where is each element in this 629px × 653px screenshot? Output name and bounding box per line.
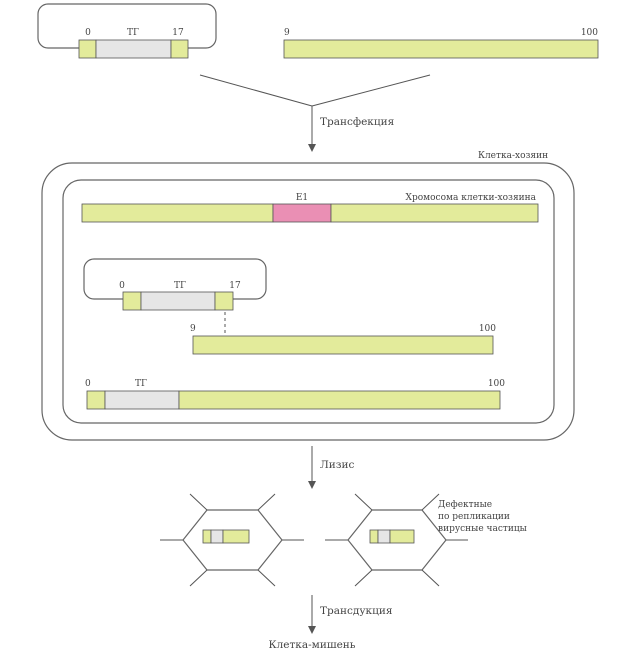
adeno-right-label: 100 [581, 28, 598, 38]
particle-right-genome-transgene [377, 529, 391, 544]
recombinant-right-label: 100 [488, 379, 505, 389]
particle-left-genome-end [202, 529, 212, 544]
top-plasmid: 0 ТГ 17 [37, 3, 217, 59]
transfection-arrow [199, 74, 431, 152]
particle-right-genome-end [369, 529, 379, 544]
transfection-label: Трансфекция [320, 116, 395, 128]
recombinant-tg-label: ТГ [135, 379, 147, 389]
chromosome-e1-segment [272, 203, 332, 223]
inner-plasmid-right-segment [214, 291, 234, 311]
plasmid-left-segment [78, 39, 97, 59]
host-cell-outer-membrane [41, 162, 575, 441]
recombinant-right-segment [178, 390, 501, 410]
particle-left-genome-body [222, 529, 250, 544]
inner-plasmid-left-label: 0 [119, 281, 125, 291]
virus-particle-left [160, 493, 304, 587]
virus-particle-right [325, 493, 468, 587]
inner-adeno-fragment: 9 100 [190, 324, 496, 355]
host-cell-label: Клетка-хозяин [478, 151, 548, 161]
e1-label: E1 [296, 193, 308, 203]
lysis-label: Лизис [320, 459, 354, 471]
recombinant-genome: 0 ТГ 100 [85, 379, 505, 410]
inner-plasmid-tg-label: ТГ [174, 281, 186, 291]
inner-plasmid-left-segment [122, 291, 142, 311]
particle-right-genome-body [389, 529, 415, 544]
chromosome-left-segment [81, 203, 274, 223]
top-adeno-fragment: 9 100 [283, 28, 599, 59]
inner-plasmid-right-label: 17 [229, 281, 241, 291]
plasmid-left-label: 0 [85, 28, 91, 38]
inner-plasmid-transgene-segment [140, 291, 216, 311]
transduction-label: Трансдукция [320, 605, 393, 617]
adeno-left-label: 9 [284, 28, 290, 38]
plasmid-tg-label: ТГ [127, 28, 139, 38]
host-chromosome-label: Хромосома клетки-хозяина [406, 193, 537, 203]
plasmid-right-label: 17 [172, 28, 184, 38]
recombinant-left-segment [86, 390, 106, 410]
plasmid-right-segment [170, 39, 189, 59]
target-cell-label: Клетка-мишень [268, 639, 355, 651]
defective-particles-label: Дефектные по репликации вирусные частицы [438, 500, 527, 534]
inner-adeno-right-label: 100 [479, 324, 496, 334]
chromosome-right-segment [330, 203, 539, 223]
defective-line-1: Дефектные [438, 500, 492, 510]
host-chromosome: E1 Хромосома клетки-хозяина [81, 193, 539, 223]
recombinant-left-label: 0 [85, 379, 91, 389]
host-cell-nucleus [62, 179, 555, 424]
inner-adeno-bar [192, 335, 494, 355]
particle-left-genome-transgene [210, 529, 224, 544]
inner-plasmid: 0 ТГ 17 [83, 258, 267, 311]
defective-line-3: вирусные частицы [438, 524, 527, 534]
recombinant-transgene-segment [104, 390, 180, 410]
adeno-fragment-bar [283, 39, 599, 59]
defective-line-2: по репликации [438, 512, 510, 522]
plasmid-transgene-segment [95, 39, 172, 59]
inner-adeno-left-label: 9 [190, 324, 196, 334]
